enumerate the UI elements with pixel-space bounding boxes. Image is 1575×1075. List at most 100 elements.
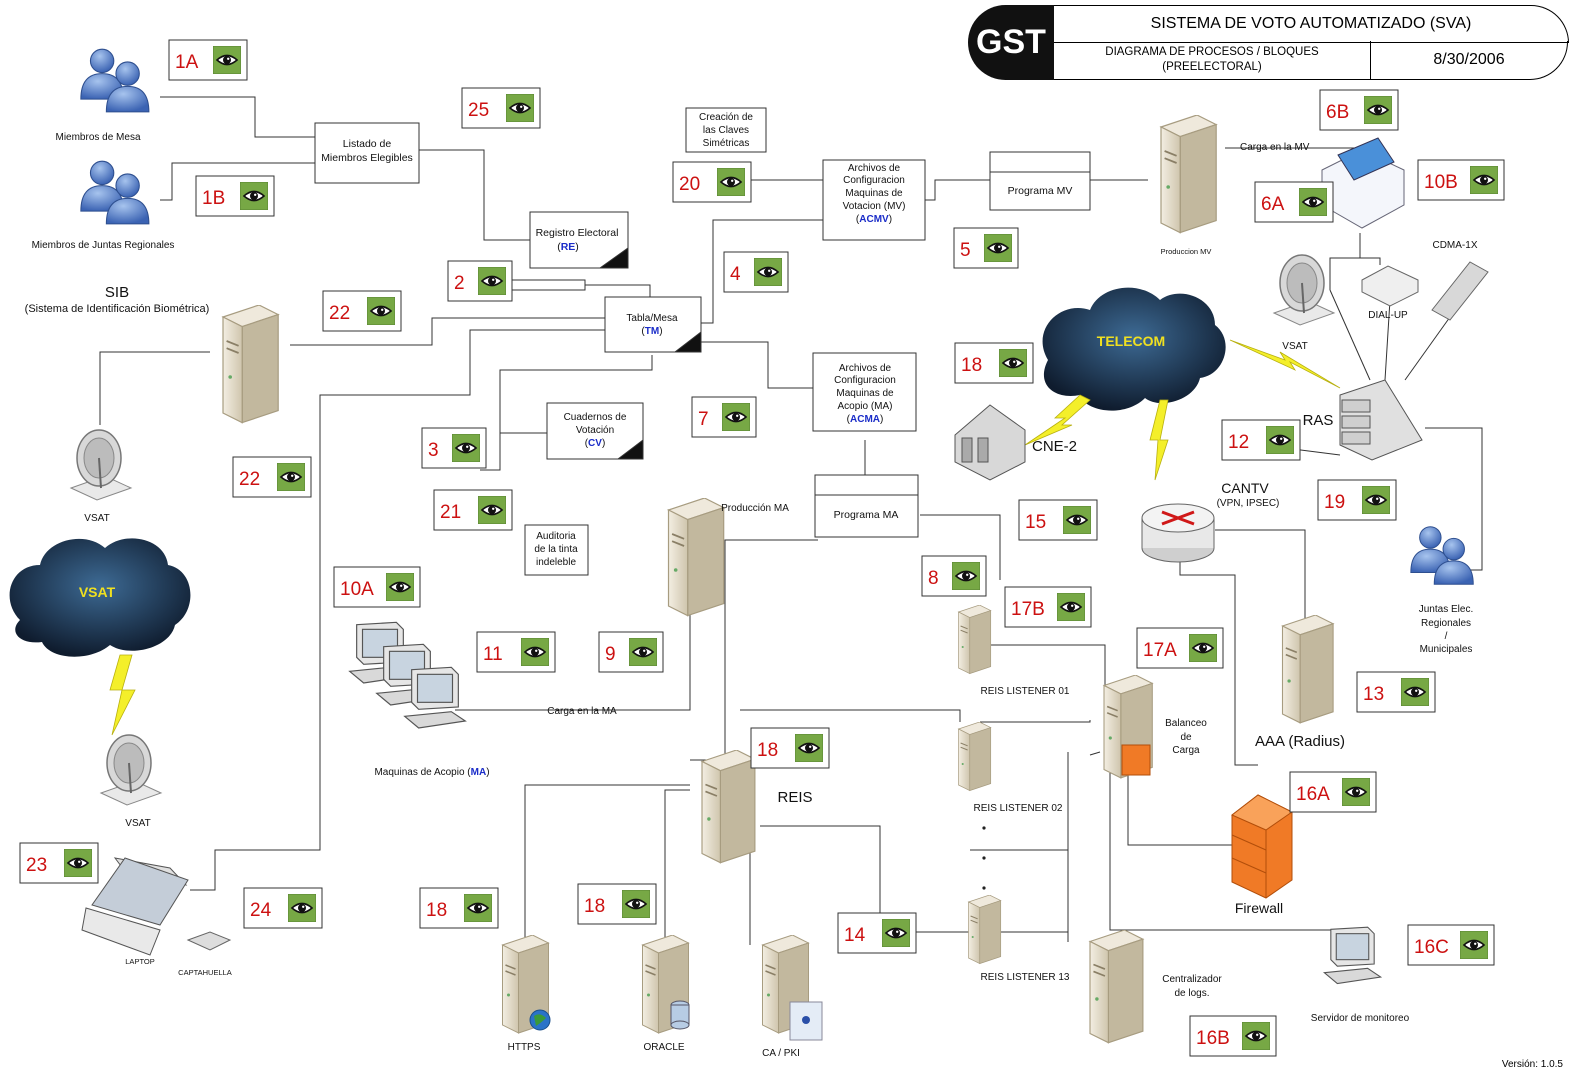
label-vsat-left-top: VSAT: [84, 513, 109, 524]
eye-icon: [478, 496, 506, 524]
tabla-abbrev: TM: [645, 326, 659, 337]
marker-label: 10A: [340, 579, 374, 600]
label-maquinas-acopio: Maquinas de Acopio (MA): [374, 767, 489, 778]
label-claves-2: las Claves: [703, 125, 749, 136]
tabla-box: [604, 296, 702, 353]
eye-icon: [1063, 506, 1091, 534]
marker-10a[interactable]: 10A: [333, 566, 421, 608]
label-servidor-monitoreo: Servidor de monitoreo: [1311, 1013, 1410, 1024]
marker-2[interactable]: 2: [447, 260, 513, 302]
marker-25[interactable]: 25: [461, 87, 541, 129]
marker-18[interactable]: 18: [419, 887, 499, 929]
marker-17b[interactable]: 17B: [1004, 586, 1092, 628]
eye-icon: [952, 562, 980, 590]
listado-box: [314, 122, 420, 184]
marker-16b[interactable]: 16B: [1189, 1015, 1277, 1057]
label-acma-2: Configuracion: [834, 375, 896, 386]
marker-4[interactable]: 4: [723, 251, 789, 293]
centralizador-server-icon: [1088, 930, 1145, 1044]
eye-icon: [882, 919, 910, 947]
marker-label: 8: [928, 568, 939, 589]
eye-icon: [1364, 96, 1392, 124]
dialup-modem-icon: [1361, 265, 1419, 307]
marker-label: 24: [250, 900, 272, 921]
marker-9[interactable]: 9: [598, 631, 664, 673]
eye-icon: [506, 94, 534, 122]
marker-18[interactable]: 18: [750, 727, 830, 769]
acopio-pc-3-icon: [404, 666, 466, 729]
label-firewall: Firewall: [1235, 900, 1283, 916]
acmv-box: [822, 159, 926, 241]
marker-16a[interactable]: 16A: [1289, 771, 1377, 813]
marker-7[interactable]: 7: [691, 396, 757, 438]
label-telecom: TELECOM: [1097, 333, 1165, 349]
label-centralizador-2: de logs.: [1174, 988, 1209, 999]
label-cuadernos-1: Cuadernos de: [564, 412, 627, 423]
label-vsat-cloud: VSAT: [79, 584, 116, 600]
marker-5[interactable]: 5: [953, 227, 1019, 269]
marker-17a[interactable]: 17A: [1136, 627, 1224, 669]
label-auditoria-3: indeleble: [536, 557, 576, 568]
vsat-dish-right-icon: [1272, 253, 1336, 327]
captahuella-icon: [186, 931, 232, 951]
eye-icon: [367, 297, 395, 325]
process-boxes: [314, 107, 1091, 576]
label-cdma: CDMA-1X: [1432, 240, 1477, 251]
marker-22[interactable]: 22: [232, 456, 312, 498]
reis-listener-13-icon: [967, 895, 1002, 965]
maquinas-acopio-abbrev: MA: [471, 767, 487, 778]
label-listado-2: Miembros Elegibles: [321, 152, 413, 164]
marker-23[interactable]: 23: [19, 842, 99, 884]
subtitle-line-2: (PREELECTORAL): [1162, 61, 1262, 73]
marker-label: 4: [730, 264, 741, 285]
marker-label: 5: [960, 240, 971, 261]
version-label: Versión: 1.0.5: [1501, 1059, 1563, 1070]
marker-11[interactable]: 11: [476, 631, 556, 673]
label-juntas-3: /: [1445, 631, 1448, 642]
eye-icon: [795, 734, 823, 762]
eye-icon: [386, 573, 414, 601]
label-https: HTTPS: [508, 1042, 541, 1053]
marker-6b[interactable]: 6B: [1319, 89, 1399, 131]
marker-20[interactable]: 20: [672, 161, 752, 203]
maquinas-acopio-end: ): [486, 767, 489, 778]
label-listado-1: Listado de: [343, 138, 392, 150]
marker-22[interactable]: 22: [322, 290, 402, 332]
marker-label: 18: [584, 896, 605, 917]
marker-8[interactable]: 8: [921, 555, 987, 597]
marker-1b[interactable]: 1B: [195, 175, 275, 217]
marker-label: 16B: [1196, 1028, 1230, 1049]
marker-18[interactable]: 18: [954, 342, 1034, 384]
marker-12[interactable]: 12: [1221, 419, 1301, 461]
laptop-icon: [81, 857, 189, 956]
marker-label: 15: [1025, 512, 1046, 533]
marker-label: 2: [454, 273, 465, 294]
label-acmv-2: Configuracion: [843, 175, 905, 186]
marker-15[interactable]: 15: [1018, 499, 1098, 541]
marker-6a[interactable]: 6A: [1254, 181, 1334, 223]
marker-3[interactable]: 3: [421, 427, 487, 469]
marker-21[interactable]: 21: [433, 489, 513, 531]
marker-label: 9: [605, 644, 616, 665]
maquinas-acopio-text: Maquinas de Acopio (: [374, 767, 471, 778]
vsat-dish-top-icon: [69, 428, 133, 502]
eye-icon: [1299, 188, 1327, 216]
database-icon: [670, 1000, 690, 1030]
marker-16c[interactable]: 16C: [1407, 924, 1495, 966]
marker-10b[interactable]: 10B: [1417, 159, 1505, 201]
programa-mv-box: [989, 151, 1091, 211]
produccion-mv-server-icon: [1159, 115, 1218, 234]
marker-14[interactable]: 14: [837, 912, 917, 954]
marker-19[interactable]: 19: [1317, 479, 1397, 521]
marker-18[interactable]: 18: [577, 883, 657, 925]
label-acmv-3: Maquinas de: [845, 188, 903, 199]
eye-icon: [622, 890, 650, 918]
miembros-mesa-icon: [80, 48, 150, 113]
label-centralizador-1: Centralizador: [1162, 974, 1222, 985]
registro-box: [529, 211, 629, 269]
firewall-icon: [1231, 794, 1293, 899]
label-reis: REIS: [777, 789, 812, 806]
marker-13[interactable]: 13: [1356, 671, 1436, 713]
marker-1a[interactable]: 1A: [168, 39, 248, 81]
marker-24[interactable]: 24: [243, 887, 323, 929]
